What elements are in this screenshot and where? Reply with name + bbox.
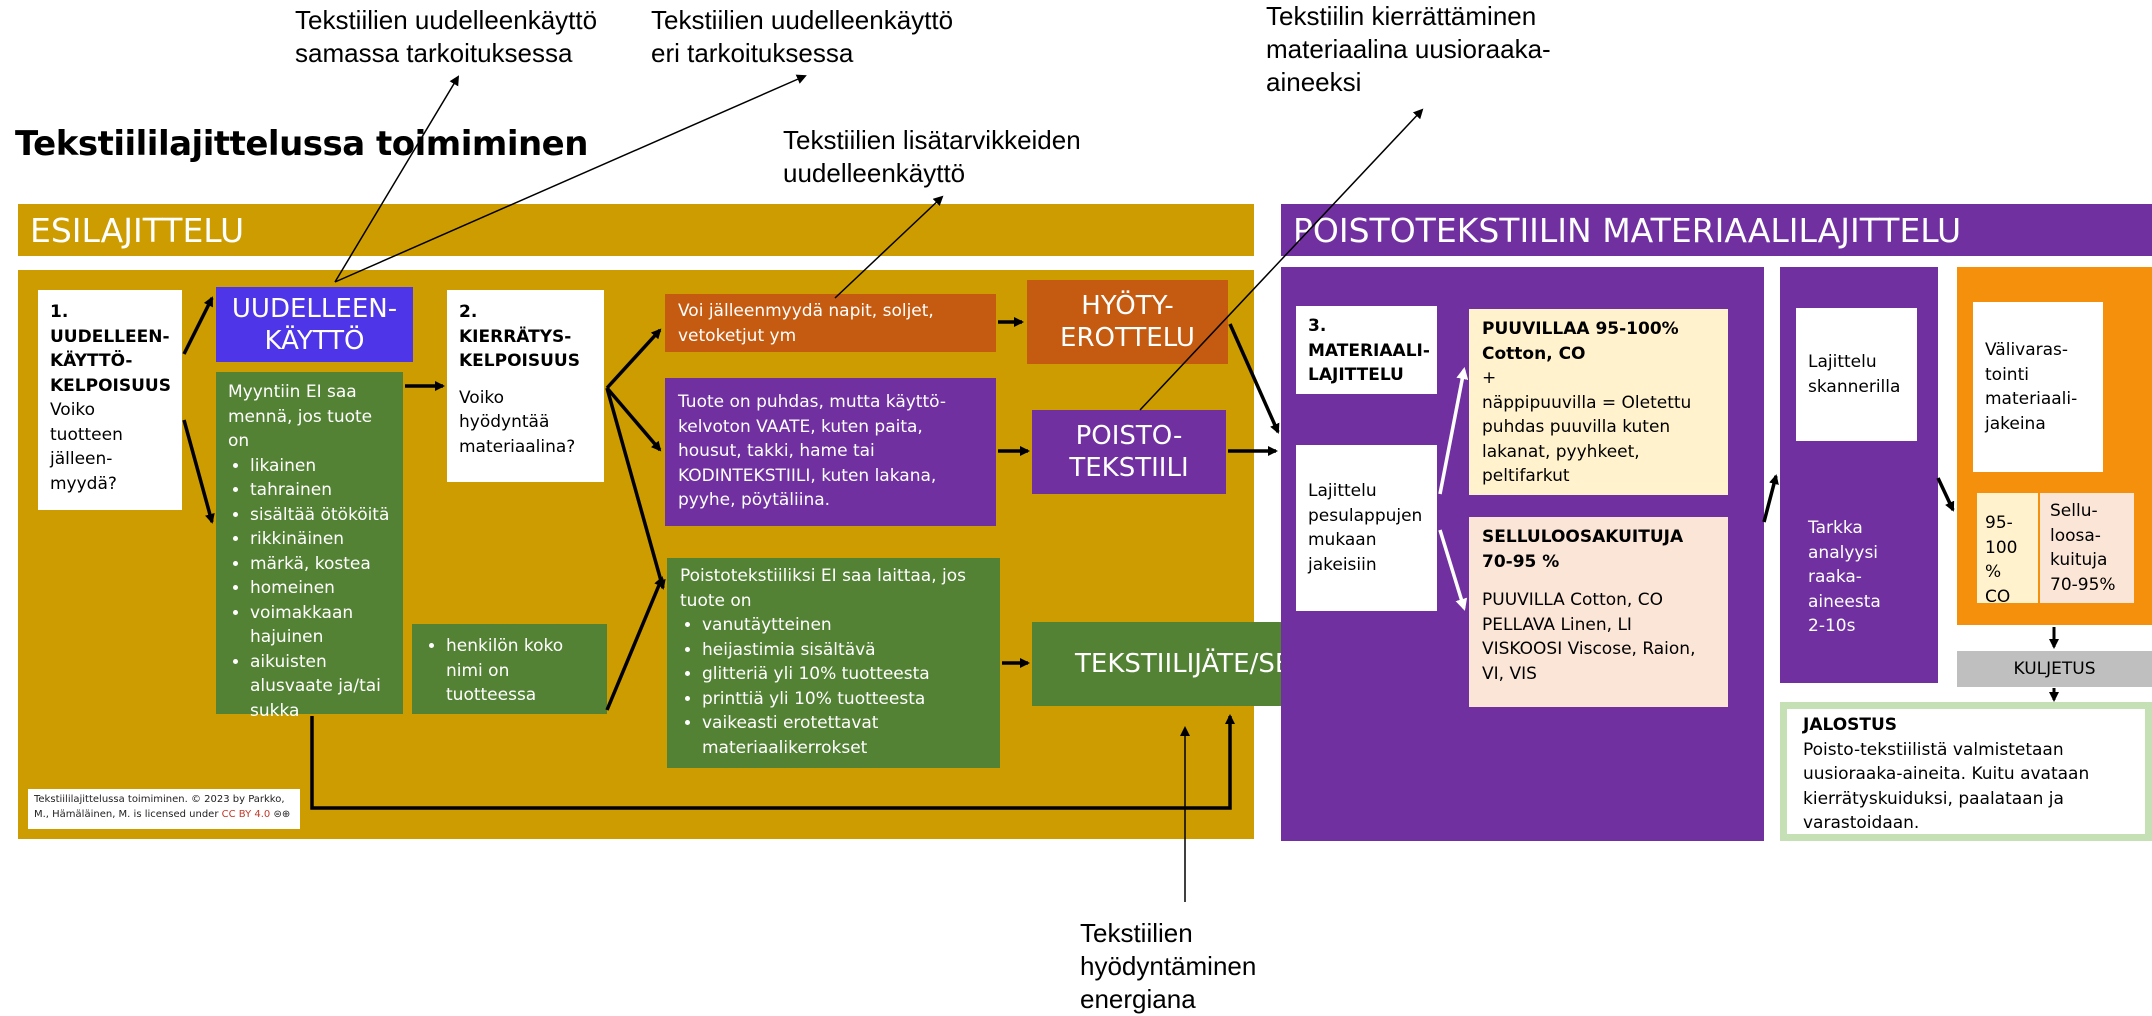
waste-item: heijastimia sisältävä: [702, 638, 987, 663]
name-condition-box: henkilön koko nimi on tuotteessa: [412, 624, 607, 714]
resale-item: rikkinäinen: [250, 527, 391, 552]
resale-item: voimakkaan hajuinen: [250, 601, 391, 650]
waste-conditions-box: Poistotekstiiliksi EI saa laittaa, jos t…: [667, 558, 1000, 768]
resale-item: sisältää ötököitä: [250, 503, 391, 528]
co-fraction-box: 95- 100 % CO: [1977, 493, 2038, 607]
cellulose-box: SELLULOOSAKUITUJA 70-95 % PUUVILLA Cotto…: [1469, 517, 1728, 707]
cc-icon: ⊜⊕: [273, 809, 291, 820]
sort-wash-labels-box: Lajittelu pesulappujen mukaan jakeisiin: [1296, 445, 1437, 611]
transport-box: KULJETUS: [1957, 651, 2152, 687]
resale-item: homeinen: [250, 576, 391, 601]
page-title: Tekstiililajittelussa toimiminen: [15, 124, 588, 164]
resale-item: tahrainen: [250, 478, 391, 503]
flow-arrow: [605, 387, 666, 590]
analysis-text: Tarkka analyysi raaka- aineesta 2-10s: [1808, 518, 1881, 636]
cellulose-heading: SELLULOOSAKUITUJA 70-95 %: [1482, 527, 1684, 572]
resale-item: aikuisten alusvaate ja/tai sukka: [250, 650, 391, 724]
resale-intro: Myyntiin EI saa mennä, jos tuote on: [228, 382, 373, 451]
name-condition-item: henkilön koko nimi on tuotteessa: [446, 634, 595, 708]
flow-arrow-bottom-loop: [310, 714, 1235, 810]
callout-accessories-reuse: Tekstiilien lisätarvikkeiden uudelleenkä…: [783, 125, 1081, 188]
resale-item: märkä, kostea: [250, 552, 391, 577]
step2-heading: 2. KIERRÄTYS- KELPOISUUS: [459, 302, 580, 371]
storage-box: Välivaras- tointi materiaali- jakeina: [1973, 302, 2103, 472]
resale-item: likainen: [250, 454, 391, 479]
callout-recycle-material: Tekstiilin kierrättäminen materiaalina u…: [1266, 1, 1551, 97]
flow-arrow-white: [1438, 529, 1468, 611]
license-link[interactable]: CC BY 4.0: [221, 809, 271, 820]
callout-arrow-reuse-other: [334, 74, 807, 283]
flow-arrow-white: [1438, 367, 1469, 495]
step3-box: 3. MATERIAALI- LAJITTELU: [1296, 306, 1437, 394]
jalostus-box: JALOSTUS Poisto-tekstiilistä valmistetaa…: [1780, 702, 2152, 841]
jalostus-text: Poisto-tekstiilistä valmistetaan uusiora…: [1803, 739, 2090, 834]
callout-arrow-reuse-same: [334, 75, 460, 283]
license-text: Tekstiililajittelussa toimiminen. © 2023…: [34, 794, 285, 820]
jalostus-heading: JALOSTUS: [1803, 715, 1898, 735]
clean-textile-box: Tuote on puhdas, mutta käyttö-kelvoton V…: [665, 378, 996, 526]
cellulose-text: PUUVILLA Cotton, CO PELLAVA Linen, LI VI…: [1482, 590, 1696, 684]
flow-arrow: [605, 386, 662, 452]
resale-conditions-box: Myyntiin EI saa mennä, jos tuote on lika…: [216, 372, 403, 721]
license-note: Tekstiililajittelussa toimiminen. © 2023…: [28, 789, 300, 829]
waste-item: printtiä yli 10% tuotteesta: [702, 687, 987, 712]
flow-arrow: [182, 419, 215, 524]
callout-energy-use: Tekstiilien hyödyntäminen energiana: [1080, 918, 1257, 1014]
materiaalilajittelu-header: POISTOTEKSTIILIN MATERIAALILAJITTELU: [1281, 204, 2152, 256]
waste-intro: Poistotekstiiliksi EI saa laittaa, jos t…: [680, 566, 966, 611]
cellulose-fraction-box: Sellu- loosa- kuituja 70-95%: [2040, 493, 2134, 603]
flow-arrow: [1936, 477, 1955, 512]
name-condition-list: henkilön koko nimi on tuotteessa: [424, 634, 595, 708]
resale-list: likainen tahrainen sisältää ötököitä rik…: [228, 454, 391, 724]
flow-arrow: [182, 296, 214, 355]
cotton-text: + näppipuuvilla = Oletettu puhdas puuvil…: [1482, 368, 1692, 486]
callout-arrow-recycle: [1139, 108, 1424, 411]
flow-arrow: [1228, 323, 1280, 434]
step1-heading: 1. UUDELLEEN- KÄYTTÖ- KELPOISUUS: [50, 302, 171, 396]
flow-arrow: [605, 328, 662, 390]
flow-arrow: [1762, 474, 1779, 523]
waste-item: vaikeasti erotettavat materiaalikerrokse…: [702, 711, 987, 760]
accessories-box: Voi jälleenmyydä napit, soljet, vetoketj…: [665, 294, 996, 352]
callout-reuse-other-purpose: Tekstiilien uudelleenkäyttö eri tarkoitu…: [651, 5, 954, 68]
callout-arrow-accessories: [834, 195, 944, 299]
step2-box: 2. KIERRÄTYS- KELPOISUUS Voiko hyödyntää…: [447, 290, 604, 482]
esilajittelu-header: ESILAJITTELU: [18, 204, 1254, 256]
scanner-box: Lajittelu skannerilla: [1796, 308, 1917, 441]
cotton-box: PUUVILLAA 95-100% Cotton, CO + näppipuuv…: [1469, 309, 1728, 495]
waste-list: vanutäytteinen heijastimia sisältävä gli…: [680, 613, 987, 760]
flow-arrow: [605, 576, 664, 711]
step1-question: Voiko tuotteen jälleen- myydä?: [50, 400, 123, 494]
callout-reuse-same-purpose: Tekstiilien uudelleenkäyttö samassa tark…: [295, 5, 598, 68]
waste-item: glitteriä yli 10% tuotteesta: [702, 662, 987, 687]
cotton-heading: PUUVILLAA 95-100% Cotton, CO: [1482, 319, 1679, 364]
waste-item: vanutäytteinen: [702, 613, 987, 638]
reuse-box: UUDELLEEN- KÄYTTÖ: [216, 287, 413, 362]
step1-box: 1. UUDELLEEN- KÄYTTÖ- KELPOISUUS Voiko t…: [38, 290, 182, 510]
poisto-tekstiili-box: POISTO- TEKSTIILI: [1032, 410, 1226, 494]
step2-question: Voiko hyödyntää materiaalina?: [459, 387, 576, 457]
hyoty-erottelu-box: HYÖTY- EROTTELU: [1027, 280, 1228, 364]
